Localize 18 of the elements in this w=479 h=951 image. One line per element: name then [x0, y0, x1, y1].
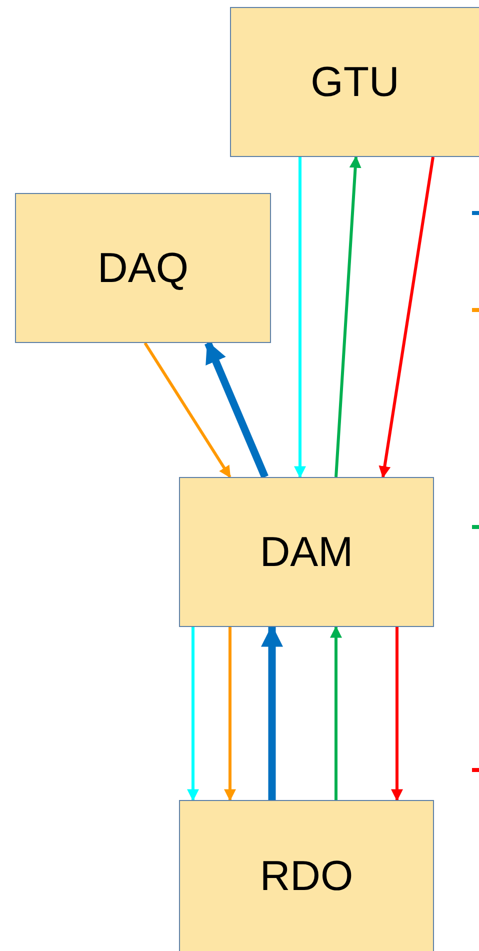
box-label: GTU: [310, 58, 400, 106]
process-box: [179, 800, 434, 951]
arrow: [187, 627, 199, 802]
arrow: [294, 157, 306, 478]
process-box: [179, 477, 434, 627]
arrow: [144, 342, 232, 478]
arrow: [261, 624, 283, 800]
arrow: [378, 156, 434, 478]
process-box: [15, 193, 271, 343]
process-box: [230, 7, 479, 157]
arrow: [224, 627, 236, 802]
box-label: DAQ: [97, 244, 188, 292]
arrow: [334, 156, 362, 478]
box-label: RDO: [260, 852, 354, 900]
box-label: DAM: [260, 528, 354, 576]
arrow: [204, 340, 268, 478]
arrow: [330, 626, 342, 800]
arrow: [391, 627, 403, 802]
